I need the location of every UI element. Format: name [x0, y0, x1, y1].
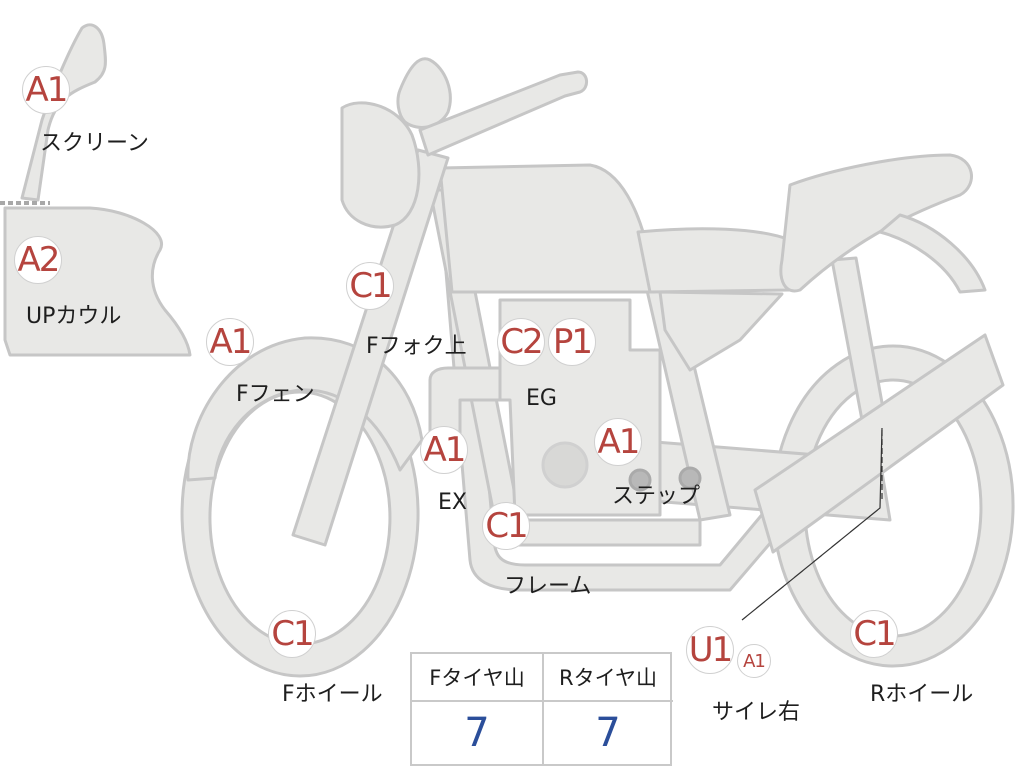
ffender-label: Fフェン: [236, 382, 315, 407]
engine-badge-c2: C2: [497, 318, 545, 366]
engine-cover: [541, 441, 589, 489]
exhaust-badge: A1: [420, 426, 468, 474]
step-peg-left: [628, 468, 652, 492]
step-label: ステップ: [612, 484, 701, 509]
rear-tire-header: Rタイヤ山: [543, 654, 673, 702]
exhaust-label: EX: [438, 490, 467, 515]
frame-label: フレーム: [504, 574, 592, 599]
silencer-badge-u1: U1: [686, 626, 734, 674]
fuel-tank: [438, 163, 657, 294]
meter: [396, 57, 452, 129]
fwheel-badge: C1: [268, 610, 316, 658]
rwheel-badge: C1: [850, 610, 898, 658]
upcowl-label: UPカウル: [26, 304, 122, 329]
silencer-badge-a1: A1: [737, 644, 771, 678]
ffork-label: Fフォク上: [366, 334, 467, 359]
front-fork: [291, 148, 450, 547]
rear-tire-column: Rタイヤ山 7: [543, 654, 673, 764]
engine-label: EG: [526, 386, 557, 411]
upcowl-badge: A2: [14, 236, 62, 284]
step-peg-right: [678, 466, 702, 490]
silencer-leader-line: [741, 427, 883, 621]
frame-badge: C1: [482, 502, 530, 550]
silencer: [753, 333, 1005, 554]
tail-cowl: [658, 290, 784, 372]
ffork-badge: C1: [346, 262, 394, 310]
front-tire-column: Fタイヤ山 7: [412, 654, 544, 764]
ffender-badge: A1: [206, 318, 254, 366]
seat: [779, 153, 973, 293]
front-tire-value: 7: [464, 710, 490, 756]
step-badge: A1: [594, 418, 642, 466]
silencer-label: サイレ右: [712, 700, 801, 725]
rwheel-label: Rホイール: [870, 682, 974, 707]
handlebar: [418, 70, 588, 157]
front-tire-header: Fタイヤ山: [412, 654, 542, 702]
screen-label: スクリーン: [40, 131, 149, 156]
headlight: [340, 101, 421, 229]
rear-tire-value: 7: [595, 710, 621, 756]
rear-fender: [878, 213, 987, 294]
tire-tread-table: Fタイヤ山 7 Rタイヤ山 7: [410, 652, 673, 766]
screen-badge: A1: [22, 66, 70, 114]
fwheel-label: Fホイール: [282, 682, 383, 707]
side-cover: [636, 227, 792, 294]
screen-shape: [20, 23, 107, 202]
engine-badge-p1: P1: [548, 318, 596, 366]
